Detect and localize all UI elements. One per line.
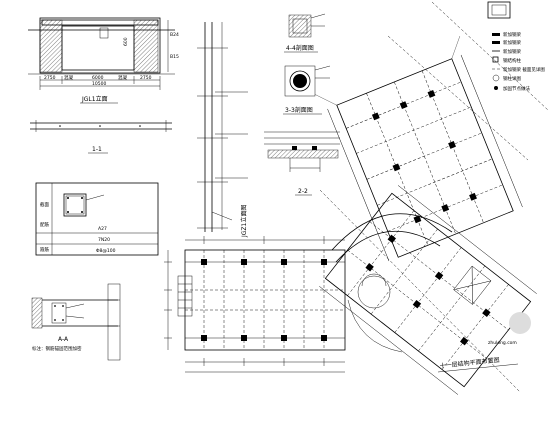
section-4-4: 4-4剖面图 xyxy=(284,13,326,53)
column-jgz1: JGZ1立面图 xyxy=(197,22,248,238)
plan-wing-lower xyxy=(319,185,537,395)
table-cell-section: A27 xyxy=(98,226,107,232)
section-1-1: 1-1 xyxy=(30,120,172,154)
elev-side-label-1: B24 xyxy=(170,32,179,38)
legend-item-label: 新加钢梁 xyxy=(503,39,521,46)
legend-item: 新加钢梁 xyxy=(492,31,521,38)
elev-dim-height: 600 xyxy=(123,37,129,46)
legend-item: 加固节点做法 xyxy=(494,85,530,92)
section-3-3-title: 3-3剖面图 xyxy=(285,106,313,114)
drawing-title: 十一层结构平面布置图 xyxy=(439,356,500,370)
section-3-3: 3-3剖面图 xyxy=(283,65,331,115)
elevation-title: JGL1立面 xyxy=(81,95,108,103)
legend-item: 新加钢梁 截面见详图 xyxy=(492,66,545,73)
legend-item: 新加钢梁 xyxy=(492,39,521,46)
section-a-a-note: 标注：钢筋锚固范围加密 xyxy=(32,345,82,352)
floor-plan: 十一层结构平面布置图 zhulong.com xyxy=(164,1,549,395)
elev-dim-mid: 6000 xyxy=(92,75,104,81)
legend-item: 新加钢梁 xyxy=(492,48,521,55)
watermark: zhulong.com xyxy=(488,312,531,346)
legend-item-label: 加固节点做法 xyxy=(503,85,530,92)
plan-wing-left xyxy=(164,236,346,373)
legend-item-label: 钢柱详图 xyxy=(503,75,521,82)
elev-side-label-2: B15 xyxy=(170,54,179,60)
legend-item: 钢柱详图 xyxy=(492,74,521,82)
section-4-4-title: 4-4剖面图 xyxy=(286,44,314,52)
table-row-label-1: 配筋 xyxy=(40,221,49,228)
elev-dim-total: 10500 xyxy=(92,81,106,87)
section-a-a-title: A-A xyxy=(58,336,69,343)
table-row-label-3: 箍筋 xyxy=(40,246,49,253)
elev-dim-right: 2750 xyxy=(140,75,152,81)
plan-wing-upper xyxy=(315,36,523,262)
section-2-2: 2-2 xyxy=(264,131,340,196)
elevation-jgl1: 2750 6000 2750 10500 混凝 混凝 B24 B15 600 J… xyxy=(28,17,179,104)
legend-item-label: 新加钢梁 xyxy=(503,48,521,55)
watermark-text: zhulong.com xyxy=(488,340,517,346)
elev-dim-left: 2750 xyxy=(44,75,56,81)
elev-label-left: 混凝 xyxy=(64,74,73,81)
section-a-a: A-A 标注：钢筋锚固范围加密 xyxy=(31,283,121,361)
legend: 新加钢梁 新加钢梁 新加钢梁 钢结构柱 新加钢梁 截面见详图 钢柱详图 加固节点… xyxy=(487,1,545,92)
legend-item-label: 新加钢梁 截面见详图 xyxy=(503,66,545,73)
section-1-1-title: 1-1 xyxy=(92,146,102,153)
section-table-block: 截面 配筋 箍筋 A27 7N20 Φ8@100 xyxy=(35,182,159,256)
table-cell-stirrup: Φ8@100 xyxy=(96,248,116,254)
elev-label-right: 混凝 xyxy=(118,74,127,81)
legend-item: 钢结构柱 xyxy=(492,56,521,64)
column-jgz1-title: JGZ1立面图 xyxy=(240,205,248,238)
legend-item-label: 钢结构柱 xyxy=(503,57,521,64)
legend-item-label: 新加钢梁 xyxy=(503,31,521,38)
table-row-label-0: 截面 xyxy=(40,201,49,208)
table-cell-rebar: 7N20 xyxy=(98,237,110,243)
section-2-2-title: 2-2 xyxy=(298,188,308,195)
